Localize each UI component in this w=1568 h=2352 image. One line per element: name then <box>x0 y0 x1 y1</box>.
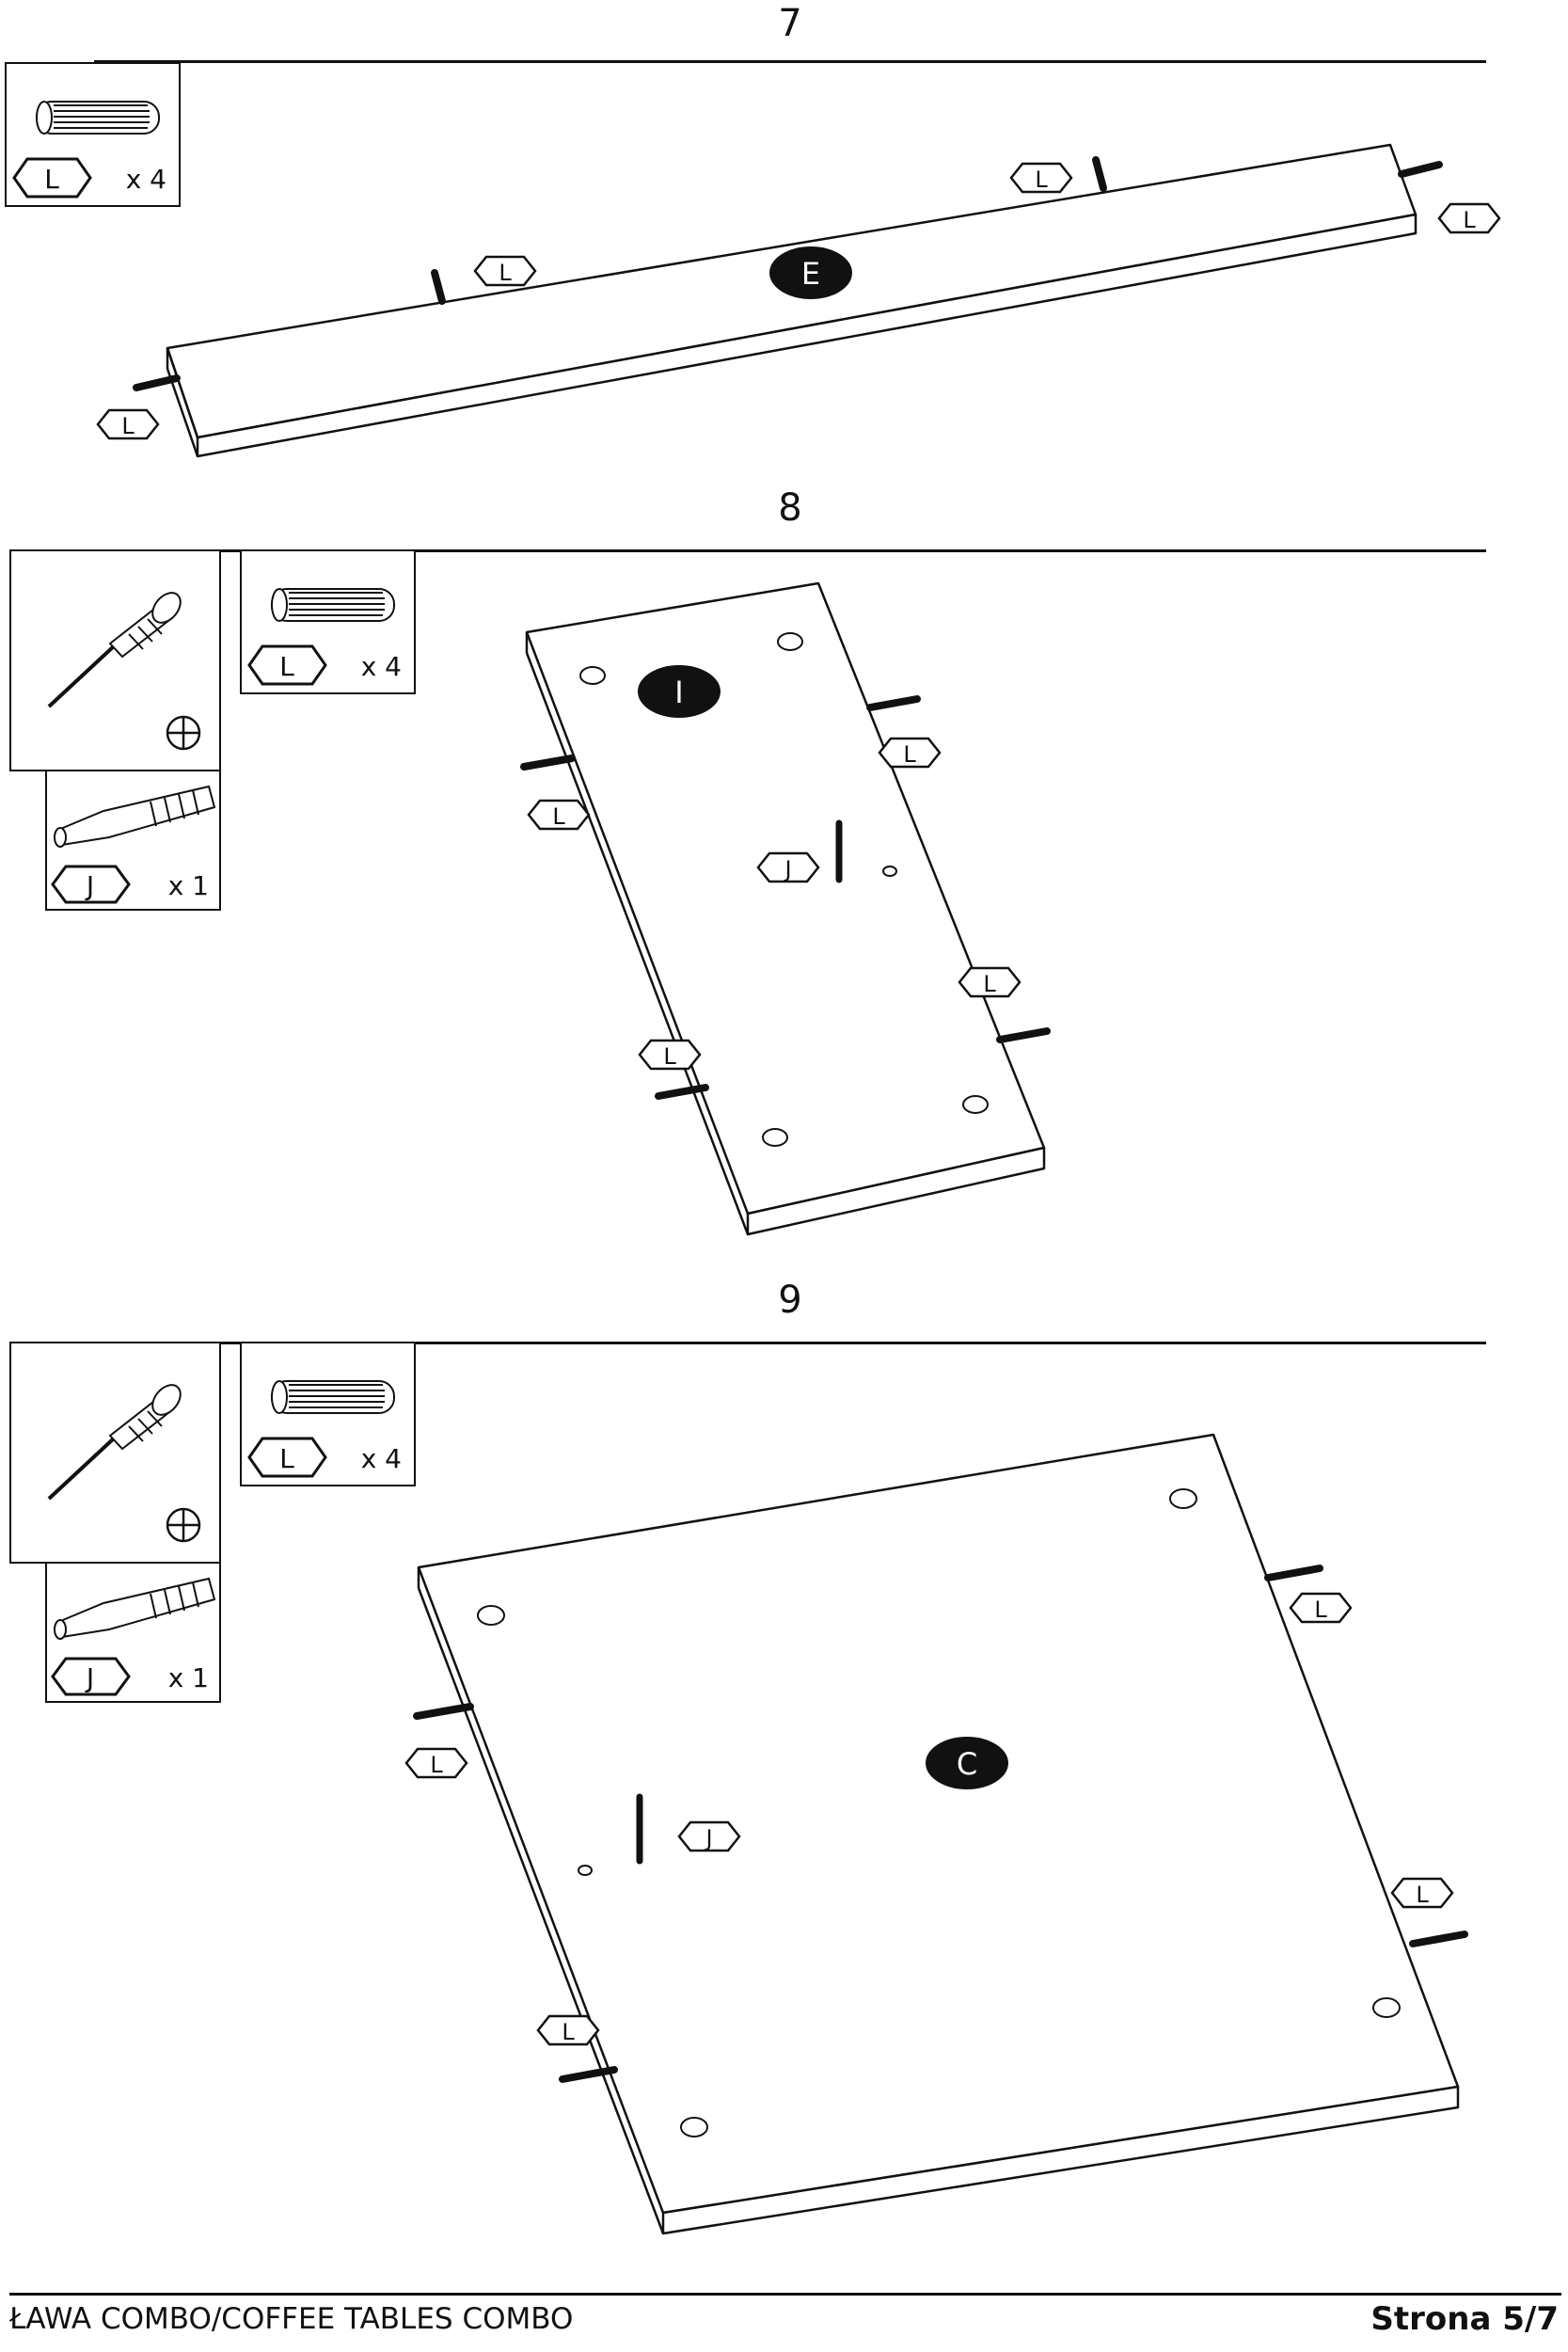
panel-label-badge: C <box>926 1737 1008 1789</box>
step-8-drawing: I L L L L J <box>520 581 1051 1236</box>
svg-text:L: L <box>1035 167 1048 193</box>
svg-text:J: J <box>704 1825 712 1851</box>
cam-bolt-badge: J <box>677 1820 741 1852</box>
dowel-badge: L <box>1289 1592 1353 1624</box>
dowel-badge: L <box>473 255 537 287</box>
svg-text:L: L <box>1463 207 1476 233</box>
step-9-tool-box <box>9 1342 221 1564</box>
footer-rule <box>9 2293 1561 2296</box>
dowel-icon <box>431 269 446 305</box>
step-7-number: 7 <box>778 2 802 45</box>
dowel-icon <box>655 1084 709 1100</box>
part-count: x 4 <box>361 651 402 682</box>
dowel-icon <box>133 374 181 391</box>
step-9-camlock-box: J x 1 <box>45 1562 221 1703</box>
svg-text:L: L <box>663 1043 676 1070</box>
dowel-icon <box>996 1027 1051 1043</box>
dowel-badge: L <box>404 1747 468 1779</box>
part-hex-badge: L <box>247 644 327 686</box>
dowel-badge: L <box>638 1039 702 1071</box>
part-hex-badge: L <box>247 1437 327 1478</box>
step-7-rule <box>94 60 1486 63</box>
dowel-icon <box>413 1703 474 1720</box>
part-label: L <box>279 651 294 682</box>
dowel-icon <box>1264 1565 1323 1581</box>
svg-text:L: L <box>552 803 565 830</box>
dowel-badge: L <box>1437 202 1501 234</box>
step-9-parts-box: L x 4 <box>240 1342 416 1486</box>
panel-label: C <box>957 1746 977 1782</box>
dowel-icon: L x 4 <box>12 101 166 199</box>
step-8-number: 8 <box>778 486 802 530</box>
dowel-badge: L <box>958 966 1022 998</box>
dowel-badge: L <box>1009 162 1073 194</box>
step-9-drawing: C L L L L J <box>404 1433 1468 2235</box>
panel-c <box>417 1433 1460 2215</box>
panel-label: I <box>674 675 683 710</box>
dowel-icon <box>1398 161 1443 178</box>
part-count: x 1 <box>168 1662 209 1693</box>
part-count: x 1 <box>168 870 209 901</box>
step-8-rule <box>94 549 1486 552</box>
svg-text:L: L <box>1416 1882 1429 1908</box>
dowel-icon <box>520 755 576 771</box>
phillips-icon <box>166 1507 201 1543</box>
part-label: J <box>85 1662 94 1693</box>
panel-label-badge: I <box>638 665 721 718</box>
phillips-icon <box>166 715 201 751</box>
dowel-icon <box>559 2066 618 2083</box>
dowel-icon <box>866 695 921 711</box>
svg-text:L: L <box>903 741 916 768</box>
footer-title: ŁAWA COMBO/COFFEE TABLES COMBO <box>9 2302 574 2336</box>
dowel-icon: L x 4 <box>247 1380 402 1478</box>
svg-text:J: J <box>783 856 791 882</box>
step-8-parts-box: L x 4 <box>240 549 416 694</box>
dowel-icon: L x 4 <box>247 588 402 686</box>
step-7-parts-box: L x 4 <box>5 62 181 207</box>
part-hex-badge: L <box>12 157 92 199</box>
screwdriver-icon <box>47 592 201 751</box>
part-label: J <box>85 870 94 901</box>
cam-bolt-icon: J x 1 <box>51 1577 216 1696</box>
dowel-badge: L <box>536 2014 600 2046</box>
panel-label: E <box>801 256 820 292</box>
part-hex-badge: J <box>51 865 131 904</box>
svg-text:L: L <box>430 1752 443 1778</box>
part-count: x 4 <box>126 164 166 195</box>
part-label: L <box>44 164 59 195</box>
svg-text:L: L <box>562 2019 575 2045</box>
step-7-drawing: E L L L L <box>96 143 1501 458</box>
svg-text:L: L <box>1314 1597 1327 1623</box>
step-8-camlock-box: J x 1 <box>45 770 221 911</box>
step-9-rule <box>94 1342 1486 1344</box>
cam-bolt-badge: J <box>756 851 820 883</box>
part-hex-badge: J <box>51 1657 131 1696</box>
dowel-badge: L <box>1390 1877 1454 1909</box>
svg-text:L: L <box>121 413 135 439</box>
dowel-icon <box>1409 1931 1468 1947</box>
svg-text:L: L <box>499 260 512 286</box>
dowel-icon <box>1092 156 1107 192</box>
svg-text:L: L <box>983 971 996 997</box>
dowel-badge: L <box>96 408 160 440</box>
panel-label-badge: E <box>769 246 852 299</box>
dowel-badge: L <box>527 799 591 831</box>
part-count: x 4 <box>361 1443 402 1474</box>
step-9-number: 9 <box>778 1279 802 1322</box>
part-label: L <box>279 1443 294 1474</box>
dowel-badge: L <box>878 737 942 769</box>
step-8-tool-box <box>9 549 221 771</box>
cam-bolt-icon: J x 1 <box>51 785 216 904</box>
page-number: Strona 5/7 <box>1370 2300 1559 2338</box>
screwdriver-icon <box>47 1384 201 1543</box>
